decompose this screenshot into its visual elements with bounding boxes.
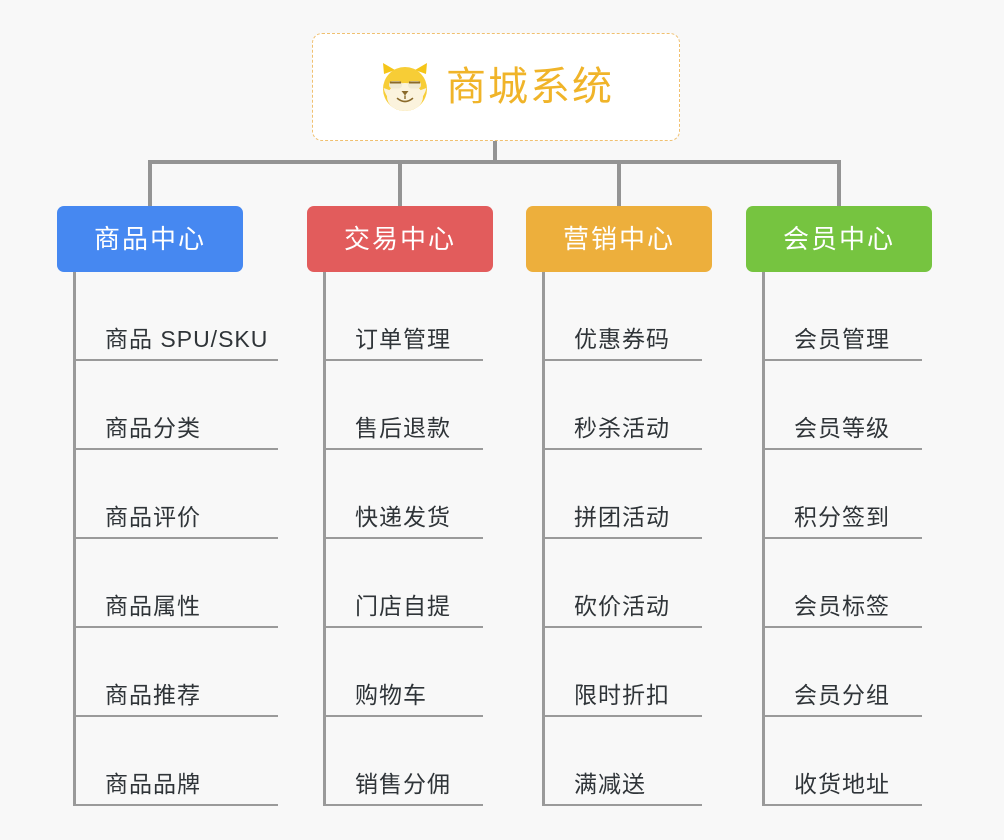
leaf-column-2: 订单管理售后退款快递发货门店自提购物车销售分佣 (323, 272, 483, 806)
leaf-item-label: 订单管理 (323, 325, 483, 361)
category-box-1[interactable]: 商品中心 (57, 206, 243, 272)
leaf-item-label: 满减送 (542, 770, 702, 806)
category-label: 商品中心 (93, 224, 206, 254)
connector-root-drop (493, 141, 497, 162)
leaf-item-label: 商品推荐 (73, 681, 278, 717)
leaf-item-label: 售后退款 (323, 414, 483, 450)
leaf-item-label: 会员分组 (762, 681, 922, 717)
category-box-2[interactable]: 交易中心 (307, 206, 493, 272)
leaf-item-label: 会员等级 (762, 414, 922, 450)
leaf-item-label: 收货地址 (762, 770, 922, 806)
leaf-item[interactable]: 会员标签 (762, 539, 922, 628)
leaf-column-4: 会员管理会员等级积分签到会员标签会员分组收货地址 (762, 272, 922, 806)
leaf-item[interactable]: 砍价活动 (542, 539, 702, 628)
connector-drop-3 (617, 160, 621, 208)
root-title: 商城系统 (446, 65, 614, 109)
category-label: 营销中心 (562, 224, 675, 254)
leaf-item-label: 限时折扣 (542, 681, 702, 717)
leaf-item[interactable]: 限时折扣 (542, 628, 702, 717)
leaf-item[interactable]: 秒杀活动 (542, 361, 702, 450)
shiba-inu-dog-icon (378, 60, 432, 114)
leaf-item-label: 秒杀活动 (542, 414, 702, 450)
leaf-item-label: 商品评价 (73, 503, 278, 539)
leaf-item-label: 砍价活动 (542, 592, 702, 628)
leaf-item-label: 积分签到 (762, 503, 922, 539)
leaf-item[interactable]: 拼团活动 (542, 450, 702, 539)
leaf-item[interactable]: 满减送 (542, 717, 702, 806)
leaf-item[interactable]: 优惠券码 (542, 272, 702, 361)
leaf-item[interactable]: 商品分类 (73, 361, 278, 450)
leaf-column-1: 商品 SPU/SKU 商品分类商品评价商品属性商品推荐商品品牌 (73, 272, 278, 806)
leaf-item-label: 商品 SPU/SKU (73, 325, 278, 361)
leaf-item[interactable]: 商品推荐 (73, 628, 278, 717)
leaf-item[interactable]: 会员分组 (762, 628, 922, 717)
connector-drop-4 (837, 160, 841, 208)
connector-drop-2 (398, 160, 402, 208)
leaf-item-label: 优惠券码 (542, 325, 702, 361)
leaf-item-label: 门店自提 (323, 592, 483, 628)
leaf-item[interactable]: 收货地址 (762, 717, 922, 806)
category-label: 会员中心 (782, 224, 895, 254)
leaf-item[interactable]: 销售分佣 (323, 717, 483, 806)
leaf-item[interactable]: 门店自提 (323, 539, 483, 628)
leaf-item-label: 商品品牌 (73, 770, 278, 806)
leaf-item-label: 快递发货 (323, 503, 483, 539)
leaf-item-label: 会员标签 (762, 592, 922, 628)
leaf-item-label: 销售分佣 (323, 770, 483, 806)
leaf-item-label: 购物车 (323, 681, 483, 717)
category-box-4[interactable]: 会员中心 (746, 206, 932, 272)
leaf-item[interactable]: 商品评价 (73, 450, 278, 539)
leaf-column-3: 优惠券码秒杀活动拼团活动砍价活动限时折扣满减送 (542, 272, 702, 806)
leaf-item[interactable]: 购物车 (323, 628, 483, 717)
leaf-item[interactable]: 会员等级 (762, 361, 922, 450)
leaf-item[interactable]: 商品属性 (73, 539, 278, 628)
leaf-item-label: 商品属性 (73, 592, 278, 628)
leaf-item[interactable]: 商品 SPU/SKU (73, 272, 278, 361)
leaf-item[interactable]: 售后退款 (323, 361, 483, 450)
connector-drop-1 (148, 160, 152, 208)
category-box-3[interactable]: 营销中心 (526, 206, 712, 272)
leaf-item[interactable]: 积分签到 (762, 450, 922, 539)
leaf-item-label: 拼团活动 (542, 503, 702, 539)
leaf-item[interactable]: 订单管理 (323, 272, 483, 361)
leaf-item[interactable]: 商品品牌 (73, 717, 278, 806)
root-node-shopping-mall-system[interactable]: 商城系统 (312, 33, 680, 141)
leaf-item-label: 会员管理 (762, 325, 922, 361)
connector-horizontal-bar (150, 160, 840, 164)
leaf-item[interactable]: 快递发货 (323, 450, 483, 539)
category-label: 交易中心 (343, 224, 456, 254)
leaf-item-label: 商品分类 (73, 414, 278, 450)
leaf-item[interactable]: 会员管理 (762, 272, 922, 361)
